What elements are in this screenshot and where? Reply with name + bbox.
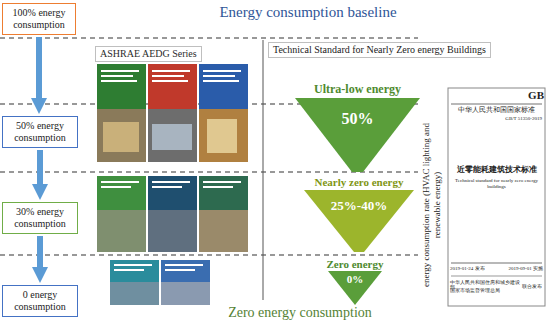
energy-level-shape: Zero energy 0% [310,257,400,305]
drawing-part [101,181,139,183]
drawing-part [97,210,146,252]
drawing-part [152,124,192,150]
drawing-part [203,75,235,77]
percent-value: 50% [295,110,420,128]
drawing-part [97,176,146,252]
drawing-part [451,104,542,105]
drawing-part [161,260,210,305]
drawing-part [101,80,137,82]
energy-level-shape: Ultra-low energy 50% [295,80,420,172]
energy-level-shape: Nearly zero energy 25%-40% [300,174,418,252]
level-box: 30% energy consumption [2,202,78,234]
level-box: 0 energy consumption [2,285,78,317]
column-heading-box: ASHRAE AEDG Series [95,46,202,62]
drawing-part [199,176,248,252]
energy-funnel [295,98,420,172]
drawing-part [110,260,159,305]
drawing-part [152,80,188,82]
standard-cover [448,88,545,306]
drawing-part [110,260,159,305]
drawing-part [199,176,248,252]
energy-funnel [295,98,420,172]
drawing-part [148,64,197,162]
drawing-part [101,70,139,72]
cover-text: 中华人民共和国国家标准 [448,106,545,114]
drawing-part [97,109,146,162]
drawing-part [199,64,248,162]
drawing-part [148,210,197,252]
drawing-part [97,176,146,252]
drawing-part [148,176,197,252]
issue-date: 2019-01-24 发布 [450,266,495,272]
drawing-part [203,186,233,188]
level-name: Zero energy [310,257,400,271]
drawing-part [203,80,239,82]
standard-number: GB/T 51350-2019 [448,116,542,122]
drawing-part [165,269,195,271]
column-heading-box: Technical Standard for Nearly Zero energ… [268,42,491,58]
issuer-name: 国家市场监督管理总局 [450,288,520,293]
drawing-part [114,269,144,271]
drawing-part [152,186,182,188]
drawing-part [110,282,159,305]
percent-value: 25%-40% [300,198,418,213]
standard-mark: GB [514,89,544,102]
percent-value: 0% [310,273,400,286]
flow-arrow [37,236,43,273]
drawing-part [199,210,248,252]
column-heading: ASHRAE AEDG Series [100,48,197,60]
column-heading: Technical Standard for Nearly Zero energ… [273,44,486,56]
level-name: Nearly zero energy [300,174,418,190]
axis-note: energy consumption rate (HVAC lighting a… [421,105,443,305]
flow-arrow [37,150,43,190]
level-divider [0,37,418,38]
level-label: 100% energy consumption [5,7,73,31]
drawing-part [148,64,197,162]
cover-title: 近零能耗建筑技术标准 [448,165,545,174]
flow-arrow [36,37,42,104]
drawing-part [203,70,241,72]
drawing-part [448,88,545,306]
drawing-part [101,75,133,77]
level-box: 50% energy consumption [2,116,78,148]
drawing-part [114,264,152,266]
drawing-part [165,264,203,266]
drawing-part [203,181,241,183]
drawing-part [152,70,190,72]
drawing-part [97,64,146,162]
issuer-note: 联合发布 [522,284,544,289]
drawing-part [161,260,210,305]
cover-subtitle: Technical standard for nearly zero energ… [455,178,538,190]
drawing-part [152,75,184,77]
diagram-title: Energy consumption baseline [158,4,458,21]
bottom-caption: Zero energy consumption [160,305,440,321]
book-covers [97,64,248,305]
drawing-part [451,263,542,264]
drawing-part [451,276,542,277]
drawing-part [199,64,248,162]
drawing-part [207,119,237,153]
level-name: Ultra-low energy [295,80,420,98]
column-separator [263,40,264,300]
effective-date: 2019-09-01 实施 [498,266,543,272]
level-label: 0 energy consumption [5,289,75,313]
level-box: 100% energy consumption [2,3,76,35]
drawing-part [97,64,146,162]
drawing-part [148,109,197,162]
drawing-part [199,109,248,162]
drawing-part [148,176,197,252]
level-label: 50% energy consumption [5,120,75,144]
drawing-part [101,186,131,188]
drawing-part [152,181,190,183]
level-label: 30% energy consumption [5,206,75,230]
drawing-part [103,122,139,152]
drawing-part [161,282,210,305]
level-divider [0,254,418,255]
